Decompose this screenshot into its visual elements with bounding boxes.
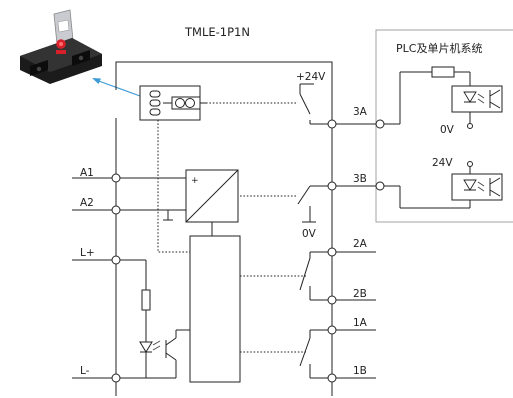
terminal-lminus: L- bbox=[80, 365, 90, 377]
node-plc-24v bbox=[467, 161, 473, 167]
terminal-a2: A2 bbox=[80, 197, 94, 209]
terminal-2b: 2B bbox=[353, 288, 367, 300]
device-photo bbox=[20, 9, 102, 84]
switch-1-blade bbox=[299, 337, 311, 367]
node-lplus bbox=[111, 255, 121, 265]
plc-optocoupler-2 bbox=[451, 173, 503, 201]
device-outline bbox=[115, 61, 333, 396]
svg-text:+: + bbox=[191, 176, 199, 186]
zero-volt-label: 0V bbox=[302, 228, 317, 240]
node-a2 bbox=[111, 205, 121, 215]
switch-3a-blade bbox=[299, 93, 311, 115]
sensor-block bbox=[139, 85, 206, 121]
optocoupler-led bbox=[139, 340, 161, 353]
plc-title: PLC及单片机系统 bbox=[396, 41, 482, 55]
node-3a-inner bbox=[327, 119, 337, 129]
switch-2-blade bbox=[299, 257, 311, 291]
switch-3b-blade bbox=[297, 185, 311, 205]
node-2b bbox=[327, 295, 337, 305]
optocoupler-transistor bbox=[165, 329, 190, 378]
plc-resistor bbox=[431, 66, 455, 78]
plc-optocoupler-1 bbox=[451, 85, 503, 113]
node-2a bbox=[327, 247, 337, 257]
node-3a bbox=[375, 119, 385, 129]
terminal-3a: 3A bbox=[353, 106, 368, 118]
logic-control-block bbox=[189, 235, 241, 383]
pointer-arrow bbox=[95, 79, 141, 97]
converter-block: + bbox=[185, 169, 239, 223]
node-1b bbox=[327, 373, 337, 383]
node-lminus bbox=[111, 373, 121, 383]
terminal-a1: A1 bbox=[80, 167, 94, 179]
pointer-arrowhead bbox=[92, 78, 101, 84]
sensor-linkage-down bbox=[157, 120, 190, 253]
terminal-lplus: L+ bbox=[80, 247, 95, 259]
terminal-1b: 1B bbox=[353, 365, 367, 377]
node-3b-inner bbox=[327, 181, 337, 191]
supply-24v-label: +24V bbox=[296, 71, 326, 83]
terminal-3b: 3B bbox=[353, 173, 367, 185]
plc-0v-label: 0V bbox=[440, 124, 455, 136]
node-a1 bbox=[111, 173, 121, 183]
node-1a bbox=[327, 325, 337, 335]
terminal-1a: 1A bbox=[353, 317, 368, 329]
resistor bbox=[141, 289, 151, 311]
node-3b bbox=[375, 181, 385, 191]
node-plc-0v bbox=[467, 123, 473, 129]
plc-24v-label: 24V bbox=[432, 157, 453, 169]
model-title: TMLE-1P1N bbox=[184, 25, 250, 39]
terminal-2a: 2A bbox=[353, 238, 368, 250]
